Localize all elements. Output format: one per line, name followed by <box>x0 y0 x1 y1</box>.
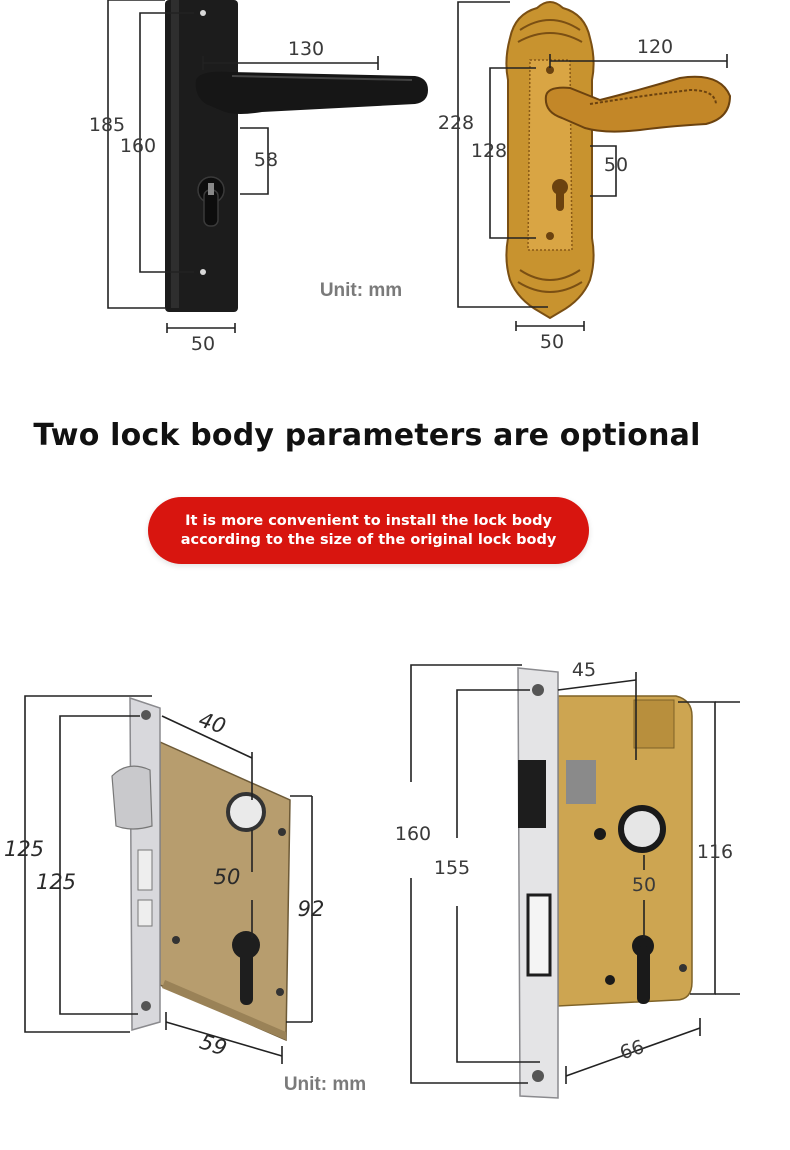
black-hole-pitch-label: 160 <box>120 135 156 157</box>
gold-width-label: 50 <box>540 331 564 353</box>
large-case-height-label: 116 <box>697 841 733 863</box>
large-faceplate <box>517 667 559 1099</box>
small-spindle-hub <box>226 792 266 832</box>
large-latch <box>518 760 546 828</box>
small-case-height-label: 92 <box>298 897 325 921</box>
section-heading: Two lock body parameters are optional <box>33 418 701 453</box>
black-height-label: 185 <box>89 114 125 136</box>
small-center-label: 50 <box>214 865 241 889</box>
banner-line-1: It is more convenient to install the loc… <box>185 512 552 529</box>
large-faceplate-label: 160 <box>395 823 431 845</box>
large-case-width-label: 66 <box>617 1036 647 1064</box>
banner-line-2: according to the size of the original lo… <box>180 531 557 548</box>
small-cylinder-hole <box>240 945 253 1005</box>
black-lever <box>195 71 428 114</box>
info-banner: It is more convenient to install the loc… <box>148 497 589 564</box>
top-screw-hole <box>200 10 206 16</box>
gold-hole-pitch-label: 128 <box>471 140 507 162</box>
gold-cylinder-offset-label: 50 <box>604 154 628 176</box>
handle-dimension-diagram: 130 185 160 58 50 Unit: mm 120 228 128 5… <box>89 0 732 355</box>
bottom-screw-hole <box>200 269 206 275</box>
large-spindle-hub <box>618 805 666 853</box>
gold-length-label: 120 <box>637 36 673 58</box>
gold-height-label: 228 <box>438 112 474 134</box>
black-cylinder-offset-label: 58 <box>254 149 278 171</box>
lock-body-dimension-diagram: 125 125 40 50 92 59 Unit: mm 160 155 45 … <box>4 659 740 1099</box>
small-case-width-label: 59 <box>197 1030 230 1061</box>
large-deadbolt-slot <box>526 893 552 977</box>
large-center-label: 50 <box>632 874 656 896</box>
black-width-label: 50 <box>191 333 215 355</box>
large-cylinder-hole <box>637 946 650 1004</box>
large-holes-label: 155 <box>434 857 470 879</box>
handles-unit-label: Unit: mm <box>320 280 402 301</box>
small-latch <box>111 765 153 830</box>
small-faceplate-label: 125 <box>4 837 44 861</box>
gold-lever <box>544 75 732 133</box>
lock-bodies-unit-label: Unit: mm <box>284 1074 366 1095</box>
black-length-label: 130 <box>288 38 324 60</box>
small-holes-label: 125 <box>36 870 76 894</box>
large-backset-label: 45 <box>572 659 596 681</box>
